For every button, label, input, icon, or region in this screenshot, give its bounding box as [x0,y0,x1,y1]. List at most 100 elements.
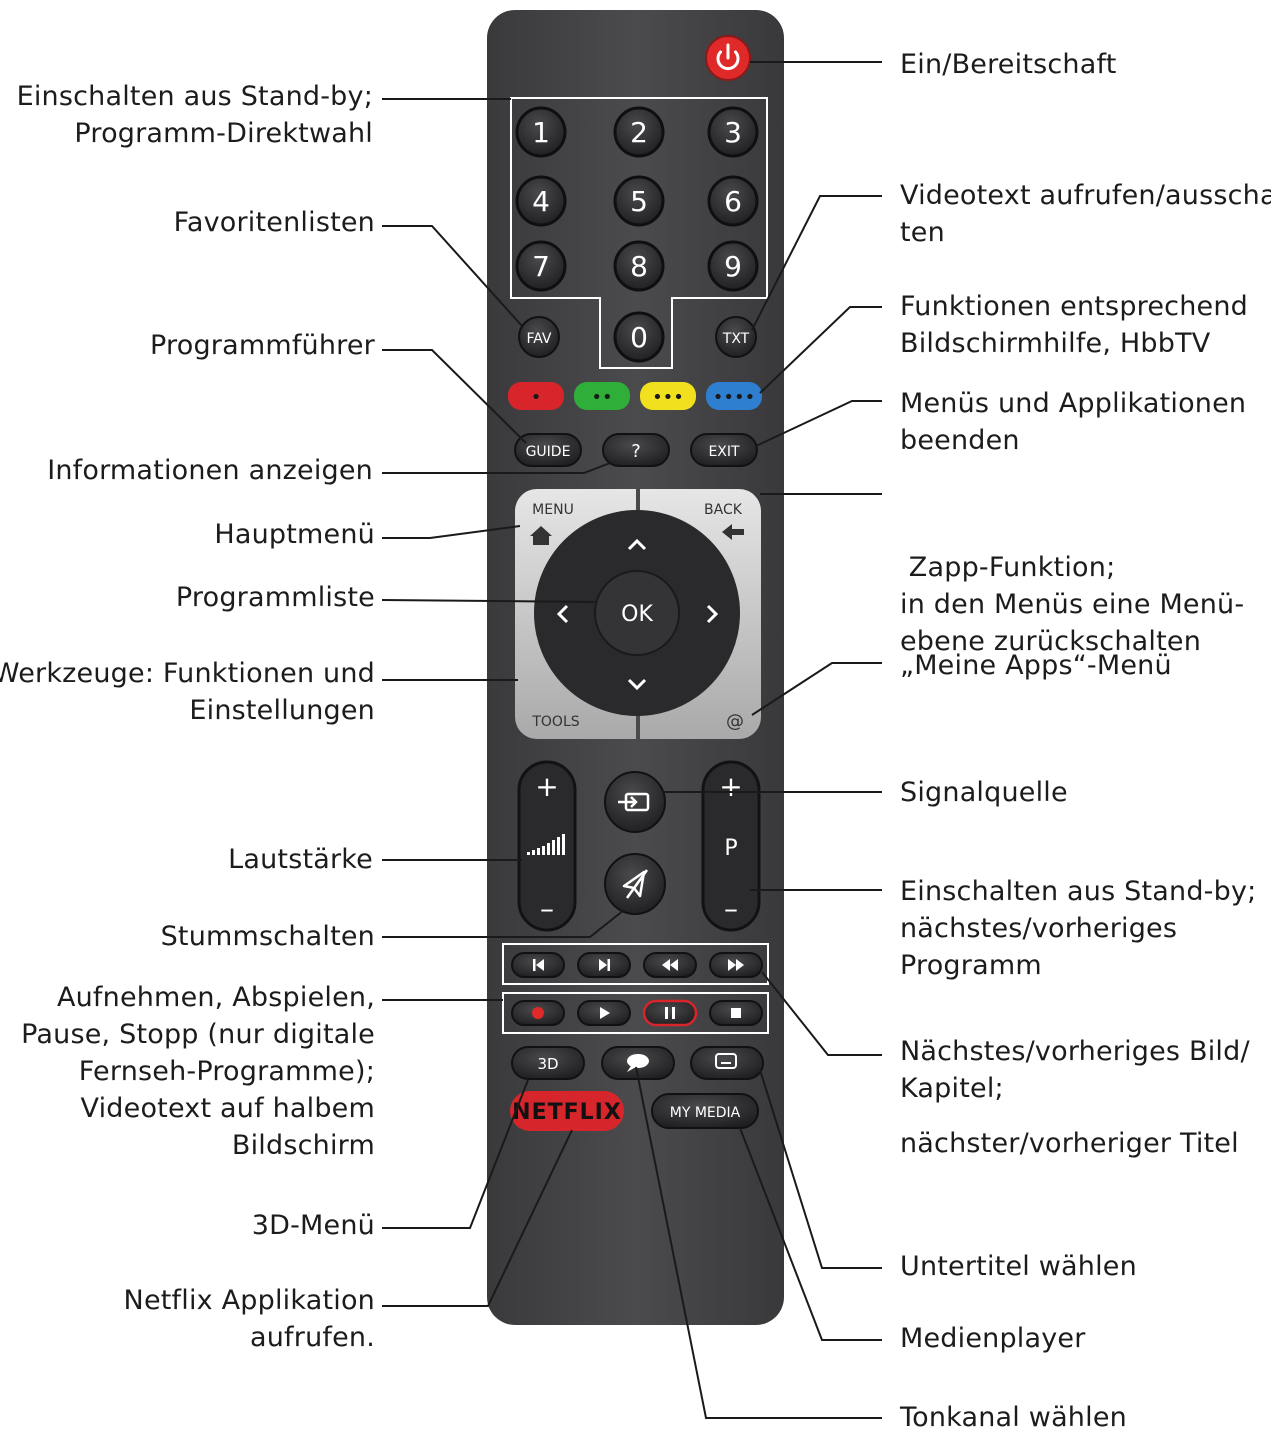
arrow-left-icon[interactable] [556,604,569,624]
label-power: Ein/Bereitschaft [900,49,1117,80]
label-mute: Stummschalten [160,921,375,952]
menu-label: MENU [532,502,574,518]
info-button[interactable] [602,433,670,467]
apps-label: @ [726,711,744,732]
arrow-right-icon[interactable] [706,604,719,624]
label-volume: Lautstärke [228,844,373,875]
leader-apps [751,662,882,716]
vol-plus-label: + [535,770,558,803]
my-media-button[interactable] [651,1093,759,1129]
leader-audio [635,1066,882,1419]
digit-button-8[interactable] [613,240,665,292]
label-track: nächster/vorheriger Titel [900,1128,1239,1159]
leader-guide [382,349,527,444]
digit-label-4: 4 [532,185,550,218]
leader-mute [382,909,625,938]
digit-label-0: 0 [630,321,648,354]
3d-button[interactable] [511,1046,585,1080]
playback-row-frame [502,992,769,1034]
label-3d: 3D-Menü [251,1210,375,1241]
txt-button[interactable] [715,316,757,358]
my-media-label: MY MEDIA [670,1105,741,1121]
guide-label: GUIDE [526,444,571,460]
digit-button-3[interactable] [707,106,759,158]
ch-plus-label: + [719,770,742,803]
netflix-label: NETFLIX [512,1100,622,1125]
label-source: Signalquelle [900,777,1068,808]
leader-ok [381,599,597,603]
ok-label: OK [621,602,653,627]
speech-bubble-icon [627,1054,649,1072]
label-subtitle: Untertitel wählen [900,1251,1137,1282]
exit-label: EXIT [708,444,740,460]
label-media-player: Medienplayer [900,1323,1086,1354]
label-favorites: Favoritenlisten [173,207,375,238]
fav-label: FAV [526,331,551,347]
record-icon [532,1007,544,1019]
leader-netflix [382,1129,573,1307]
previous-icon [533,959,544,971]
digit-label-7: 7 [532,250,550,283]
volume-bars-icon [527,834,565,855]
digit-button-6[interactable] [707,175,759,227]
green-button[interactable] [574,382,630,410]
label-info: Informationen anzeigen [47,455,373,486]
digit-button-4[interactable] [515,175,567,227]
leader-menu [382,525,521,539]
leader-info [382,462,611,474]
home-icon [530,526,552,545]
label-my-apps: „Meine Apps“-Menü [900,650,1172,681]
arrow-down-icon[interactable] [627,678,647,691]
skip-row-frame [502,943,769,985]
label-numbers: Einschalten aus Stand-by;Programm-Direkt… [16,81,373,149]
back-label: BACK [704,502,743,518]
digit-button-0[interactable] [613,311,665,363]
label-teletext: Videotext aufrufen/ausschal-ten [900,180,1271,248]
guide-button[interactable] [514,433,582,467]
green-dots: •• [591,387,612,408]
label-channel: Einschalten aus Stand-by;nächstes/vorher… [900,876,1257,981]
red-button[interactable] [508,382,564,410]
leader-subtitle [759,1069,882,1269]
3d-label: 3D [537,1055,558,1073]
digit-button-9[interactable] [707,240,759,292]
digit-button-1[interactable] [515,106,567,158]
digit-label-2: 2 [630,116,648,149]
digit-button-5[interactable] [613,175,665,227]
label-channel-list: Programmliste [175,582,375,613]
fav-button[interactable] [518,316,560,358]
digit-button-2[interactable] [613,106,665,158]
exit-button[interactable] [690,433,758,467]
mute-button[interactable] [604,853,666,915]
vol-minus-label: – [540,892,554,925]
leader-exit [755,400,882,447]
info-label: ? [631,441,641,462]
blue-button[interactable] [706,382,762,410]
ch-minus-label: – [724,892,738,925]
back-arrow-icon [722,524,744,540]
leader-lines [381,61,882,1419]
play-icon [600,1007,610,1019]
ok-button[interactable] [594,570,680,656]
pause-button[interactable] [642,999,698,1027]
yellow-dots: ••• [652,387,684,408]
digit-button-7[interactable] [515,240,567,292]
yellow-button[interactable] [640,382,696,410]
channel-rocker[interactable] [701,760,761,932]
ch-letter-label: P [724,836,737,861]
leader-skip [761,971,882,1056]
pause-icon [665,1007,675,1019]
digit-label-9: 9 [724,250,742,283]
mute-icon [622,869,649,899]
leader-color [759,306,882,394]
netflix-button[interactable] [510,1091,624,1131]
arrow-up-icon[interactable] [627,538,647,551]
digit-label-3: 3 [724,116,742,149]
source-icon [618,792,650,812]
